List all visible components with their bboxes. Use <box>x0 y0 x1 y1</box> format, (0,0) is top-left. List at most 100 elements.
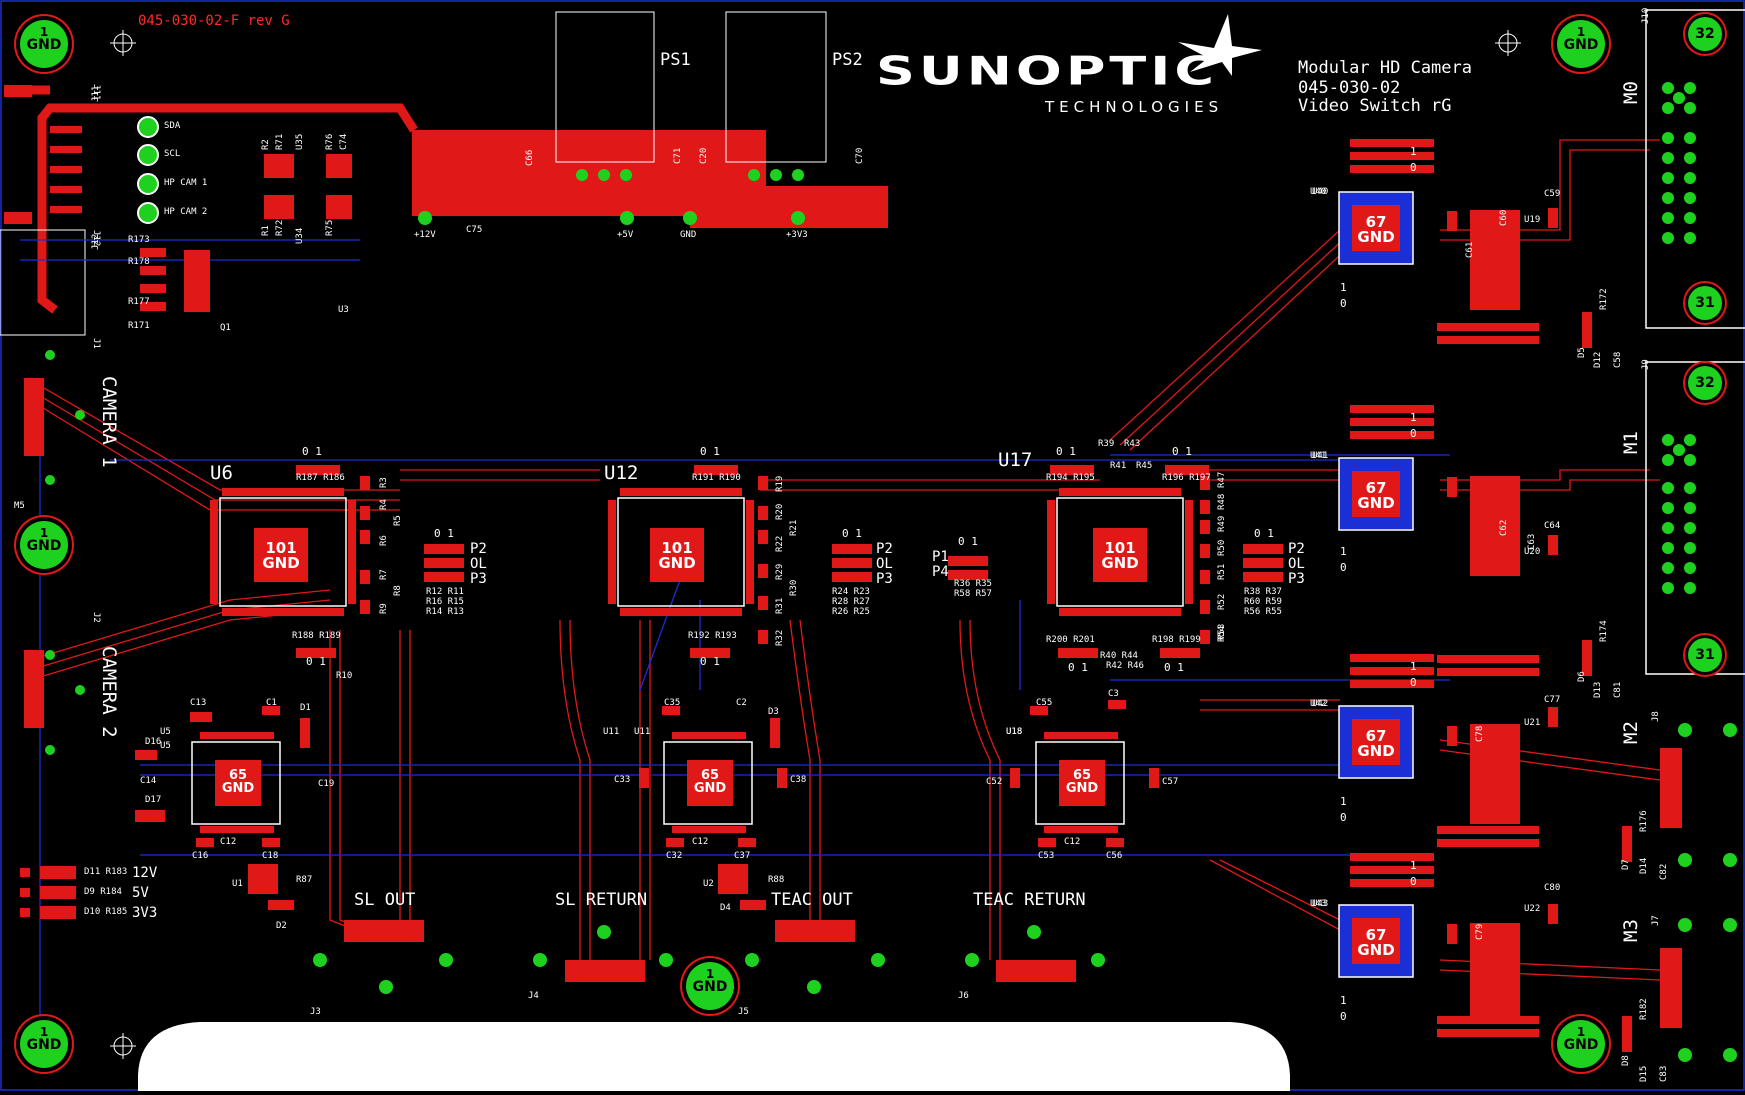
chip-net-u41: GND <box>1357 494 1395 512</box>
jumper-label-u12-right: 0 1 <box>842 527 862 540</box>
refdes-rs-18: R172 <box>1599 288 1609 310</box>
ref-j5: J5 <box>738 1007 749 1017</box>
label-zero-u41: 0 <box>1410 427 1417 440</box>
refdes-u6-1: R3 <box>379 477 389 488</box>
label-zero-u43: 0 <box>1410 875 1417 888</box>
refdes-u5-9: C18 <box>262 851 279 861</box>
chip-pin-count-u18: 65 <box>1072 768 1092 783</box>
refdes-u5-10: U1 <box>232 879 243 889</box>
refdes-tl-10: R2 <box>261 139 271 150</box>
m0-pin-32: 32 <box>1688 17 1722 51</box>
jumper-label-u17-bottom-left: 0 1 <box>1068 661 1088 674</box>
refdes-u6-7: R9 <box>379 603 389 614</box>
refdes-u6-0: R187 R186 <box>296 473 345 483</box>
chip-net-u6: GND <box>262 554 300 572</box>
refdes-u6-8: R12 R11 <box>426 587 464 597</box>
chip-ref-u12: U12 <box>604 462 639 484</box>
refdes-u17-7: R48 <box>1217 493 1227 510</box>
chip-pin-count-u42: 67 <box>1365 727 1387 745</box>
refdes-tl-16: R75 <box>325 219 335 236</box>
refdes-tl-9: U34 <box>295 227 305 244</box>
label-zero-u42-bottom: 0 <box>1340 811 1347 824</box>
refdes-tl-0: J11 <box>91 85 101 102</box>
refdes-rs-13: C64 <box>1544 521 1561 531</box>
refdes-tl-11: R71 <box>275 133 285 150</box>
ref-j4: J4 <box>528 991 539 1001</box>
refdes-u17-19: R200 R201 <box>1046 635 1095 645</box>
refdes-u12-12: R192 R193 <box>688 631 737 641</box>
refdes-rs-12: C63 <box>1527 533 1537 550</box>
refdes-rs-28: D14 <box>1639 857 1649 874</box>
chip-ref-u6: U6 <box>210 462 233 484</box>
refdes-u6-11: R188 R189 <box>292 631 341 641</box>
refdes-u17-17: R36 R35 <box>954 579 992 589</box>
refdes-u6-12: R10 <box>336 671 353 681</box>
refdes-u6-5: R7 <box>379 569 389 580</box>
refdes-u5-3-alt: U5 <box>160 741 171 751</box>
refdes-rs-33: C83 <box>1659 1065 1669 1082</box>
refdes-u6-6: R8 <box>393 585 403 596</box>
chip-ref-u43: U43 <box>1310 899 1327 909</box>
ref-j9: J9 <box>1641 359 1651 370</box>
part-number-revision: 045-030-02-F rev G <box>138 13 290 29</box>
power-label-3v3: +3V3 <box>786 230 808 240</box>
refdes-u18-6: C56 <box>1106 851 1123 861</box>
chip-net-u11: GND <box>693 781 727 796</box>
ref-j8: J8 <box>1651 711 1661 722</box>
label-p3-u12: P3 <box>876 571 893 587</box>
ps2-label: PS2 <box>832 50 863 70</box>
control-test-points <box>137 116 159 224</box>
j11-pads <box>4 85 82 224</box>
refdes-rs-14: C77 <box>1544 695 1561 705</box>
jumper-label-u17-bottom-right: 0 1 <box>1164 661 1184 674</box>
logo-star-icon <box>1178 14 1262 76</box>
refdes-tl-3: R178 <box>128 257 150 267</box>
chip-net-u43: GND <box>1357 941 1395 959</box>
refdes-u5-12: D2 <box>276 921 287 931</box>
resistor-arrays <box>20 139 1632 1052</box>
refdes-u11-1: C2 <box>736 698 747 708</box>
refdes-tl-15: R72 <box>275 219 285 236</box>
refdes-u11-9: R88 <box>768 875 785 885</box>
label-p2-u12: P2 <box>876 541 893 557</box>
led-rail-5v: 5V <box>132 885 149 901</box>
refdes-u17-4: R45 <box>1136 461 1153 471</box>
refdes-u12-10: R28 R27 <box>832 597 870 607</box>
label-zero-u42: 0 <box>1410 676 1417 689</box>
m1-pin-32: 32 <box>1688 366 1722 400</box>
refdes-u18-7: C12 <box>1064 837 1081 847</box>
jumper-label-u12-top: 0 1 <box>700 445 720 458</box>
jumper-label-p1p4: 0 1 <box>958 535 978 548</box>
jumper-label-u6-bottom: 0 1 <box>306 655 326 668</box>
m0-label: M0 <box>1620 81 1642 104</box>
refdes-tl-7: U3 <box>338 305 349 315</box>
refdes-rs-23: D6 <box>1577 671 1587 682</box>
ref-j1: J1 <box>91 338 101 349</box>
refdes-u5-11: R87 <box>296 875 313 885</box>
refdes-u11-5: C38 <box>790 775 807 785</box>
label-one-u42-bottom: 1 <box>1340 795 1347 808</box>
led-refs-5v: D9 R184 <box>84 887 122 897</box>
sl-return-label: SL RETURN <box>555 890 648 910</box>
label-one-u42: 1 <box>1410 660 1417 673</box>
refdes-u18-2-alt: U18 <box>1006 727 1023 737</box>
qfp-chips <box>191 191 1414 978</box>
chip-pin-count-u12: 101 <box>661 539 693 557</box>
control-label-hp-cam-1: HP CAM 1 <box>164 178 208 188</box>
refdes-u6-10: R14 R13 <box>426 607 464 617</box>
refdes-rs-24: D7 <box>1621 859 1631 870</box>
refdes-u5-8: C16 <box>192 851 209 861</box>
chip-net-u12: GND <box>658 554 696 572</box>
ref-j10: J10 <box>1641 7 1651 24</box>
jumper-label-u6-top: 0 1 <box>302 445 322 458</box>
jumper-label-u17-top-left: 0 1 <box>1056 445 1076 458</box>
j12-outline <box>0 229 86 336</box>
